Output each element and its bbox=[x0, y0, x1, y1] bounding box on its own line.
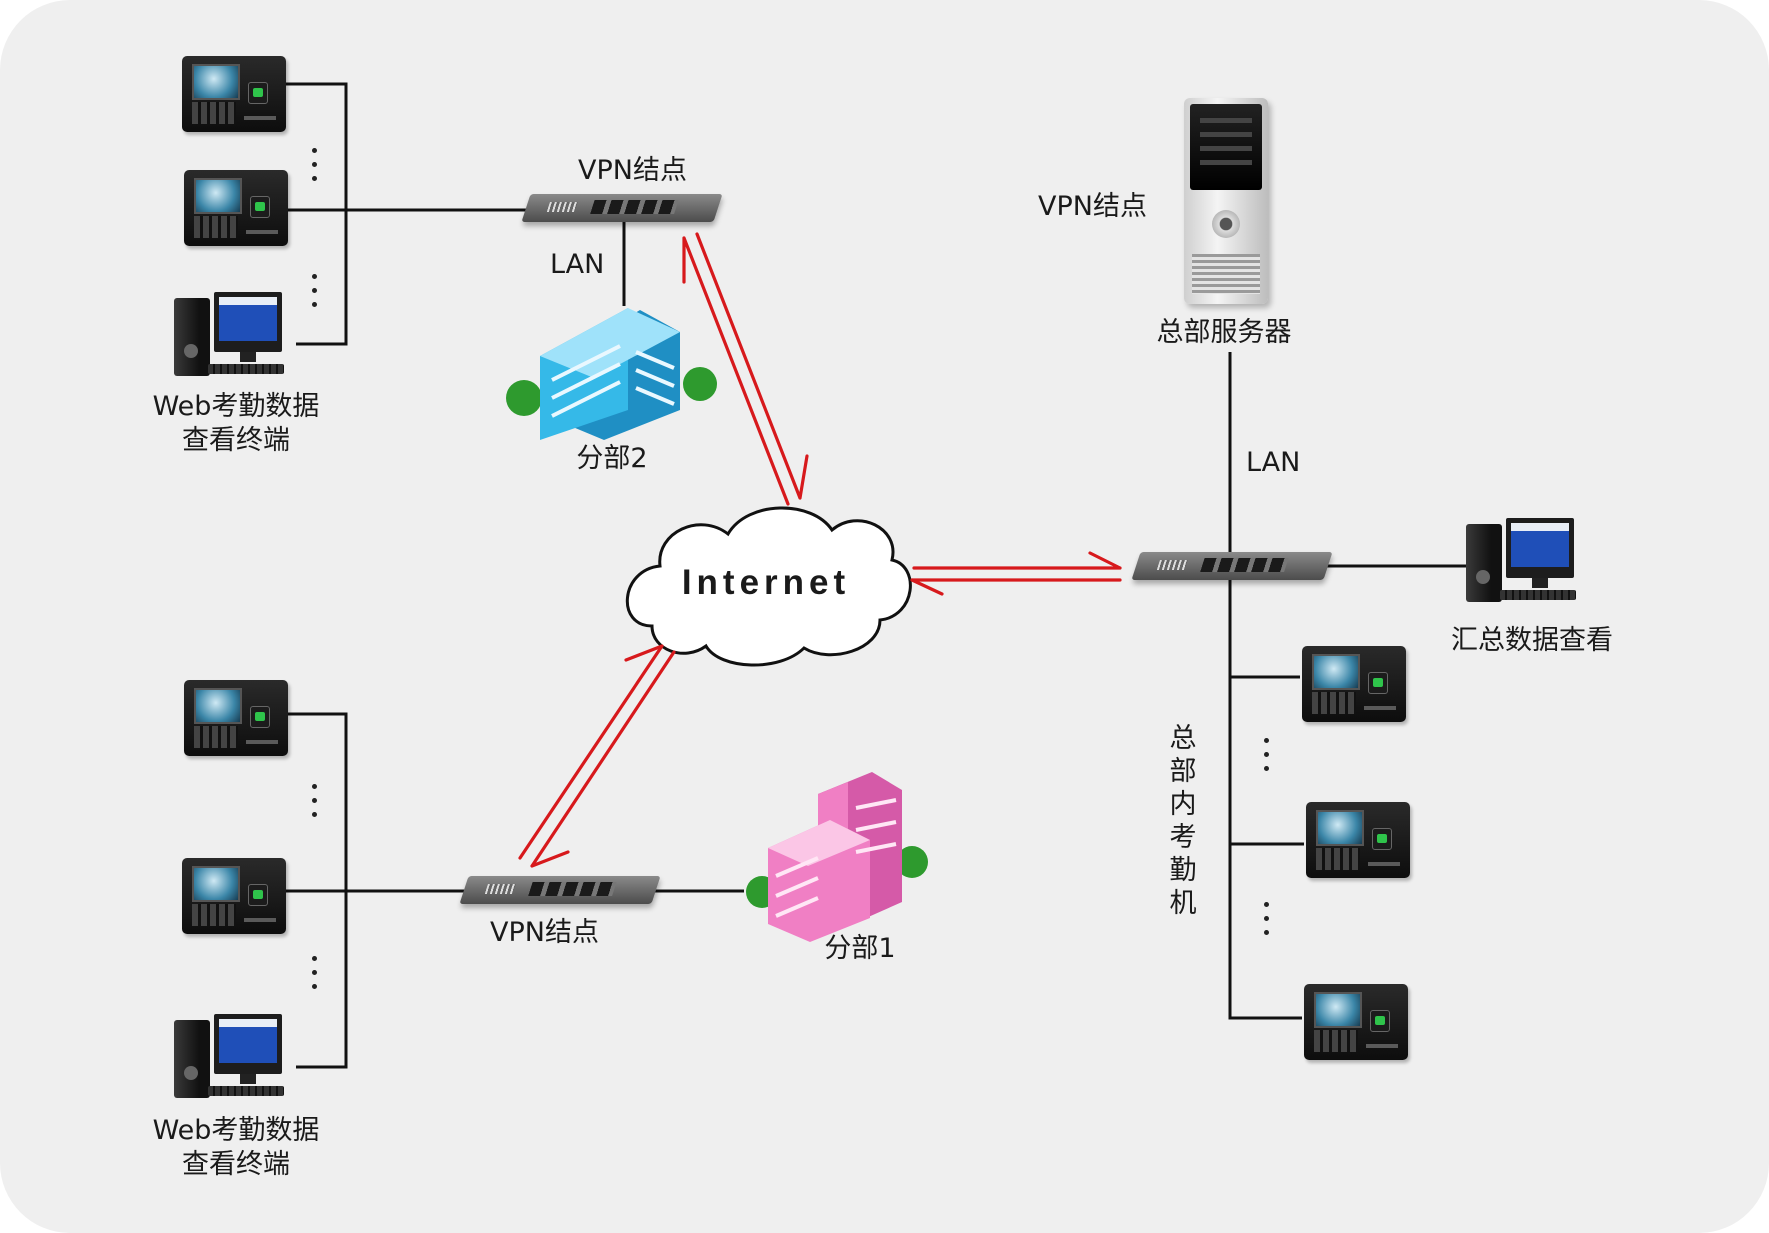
attendance-machine-icon bbox=[184, 680, 288, 756]
branch1-label: 分部1 bbox=[824, 933, 896, 964]
desktop-pc-icon bbox=[1466, 518, 1576, 604]
hq-server-label: 总部服务器 bbox=[1156, 317, 1292, 348]
network-switch-icon bbox=[521, 194, 723, 222]
more-devices-ellipsis bbox=[312, 784, 318, 826]
hq-attendance-label: 总部内考勤机 bbox=[1169, 723, 1197, 919]
branch1-building-icon bbox=[746, 772, 928, 942]
tunnel-arrow-branch1-down bbox=[530, 650, 676, 868]
more-devices-ellipsis bbox=[312, 148, 318, 190]
summary-view-label: 汇总数据查看 bbox=[1451, 625, 1613, 656]
lan-hq-label: LAN bbox=[1246, 447, 1301, 478]
web-terminal-top-label-1: Web考勤数据 bbox=[152, 391, 320, 422]
attendance-machine-icon bbox=[182, 858, 286, 934]
cloud-icon bbox=[626, 506, 912, 667]
tunnel-arrow-branch2-up bbox=[682, 236, 790, 506]
more-devices-ellipsis bbox=[312, 274, 318, 316]
wire-top-bus bbox=[282, 82, 348, 346]
tunnel-arrow-hq-right bbox=[912, 551, 1122, 570]
web-terminal-bottom-label-1: Web考勤数据 bbox=[152, 1115, 320, 1146]
tunnel-arrow-hq-left bbox=[910, 578, 1122, 596]
attendance-machine-icon bbox=[1304, 984, 1408, 1060]
internet-label: Internet bbox=[681, 563, 851, 602]
attendance-machine-icon bbox=[1302, 646, 1406, 722]
more-devices-ellipsis bbox=[312, 956, 318, 998]
wire-hq-bus bbox=[1228, 580, 1302, 1020]
vpn-node-hq-label: VPN结点 bbox=[1038, 191, 1147, 222]
network-switch-icon bbox=[1131, 552, 1333, 580]
network-switch-icon bbox=[459, 876, 661, 904]
tunnel-arrow-branch1-up bbox=[518, 644, 664, 860]
more-devices-ellipsis bbox=[1264, 738, 1270, 780]
vpn-node-branch2-label: VPN结点 bbox=[578, 155, 687, 186]
attendance-machine-icon bbox=[1306, 802, 1410, 878]
vpn-node-branch1-label: VPN结点 bbox=[490, 917, 599, 948]
attendance-machine-icon bbox=[182, 56, 286, 132]
branch2-label: 分部2 bbox=[576, 443, 648, 474]
branch2-building-icon bbox=[506, 308, 717, 440]
desktop-pc-icon bbox=[174, 292, 284, 378]
more-devices-ellipsis bbox=[1264, 902, 1270, 944]
web-terminal-top-label-2: 查看终端 bbox=[182, 425, 290, 456]
tower-server-icon bbox=[1184, 98, 1268, 304]
lan-branch2-label: LAN bbox=[550, 249, 605, 280]
web-terminal-bottom-label-2: 查看终端 bbox=[182, 1149, 290, 1180]
tunnel-arrow-branch2-down bbox=[695, 232, 809, 500]
attendance-machine-icon bbox=[184, 170, 288, 246]
desktop-pc-icon bbox=[174, 1014, 284, 1100]
